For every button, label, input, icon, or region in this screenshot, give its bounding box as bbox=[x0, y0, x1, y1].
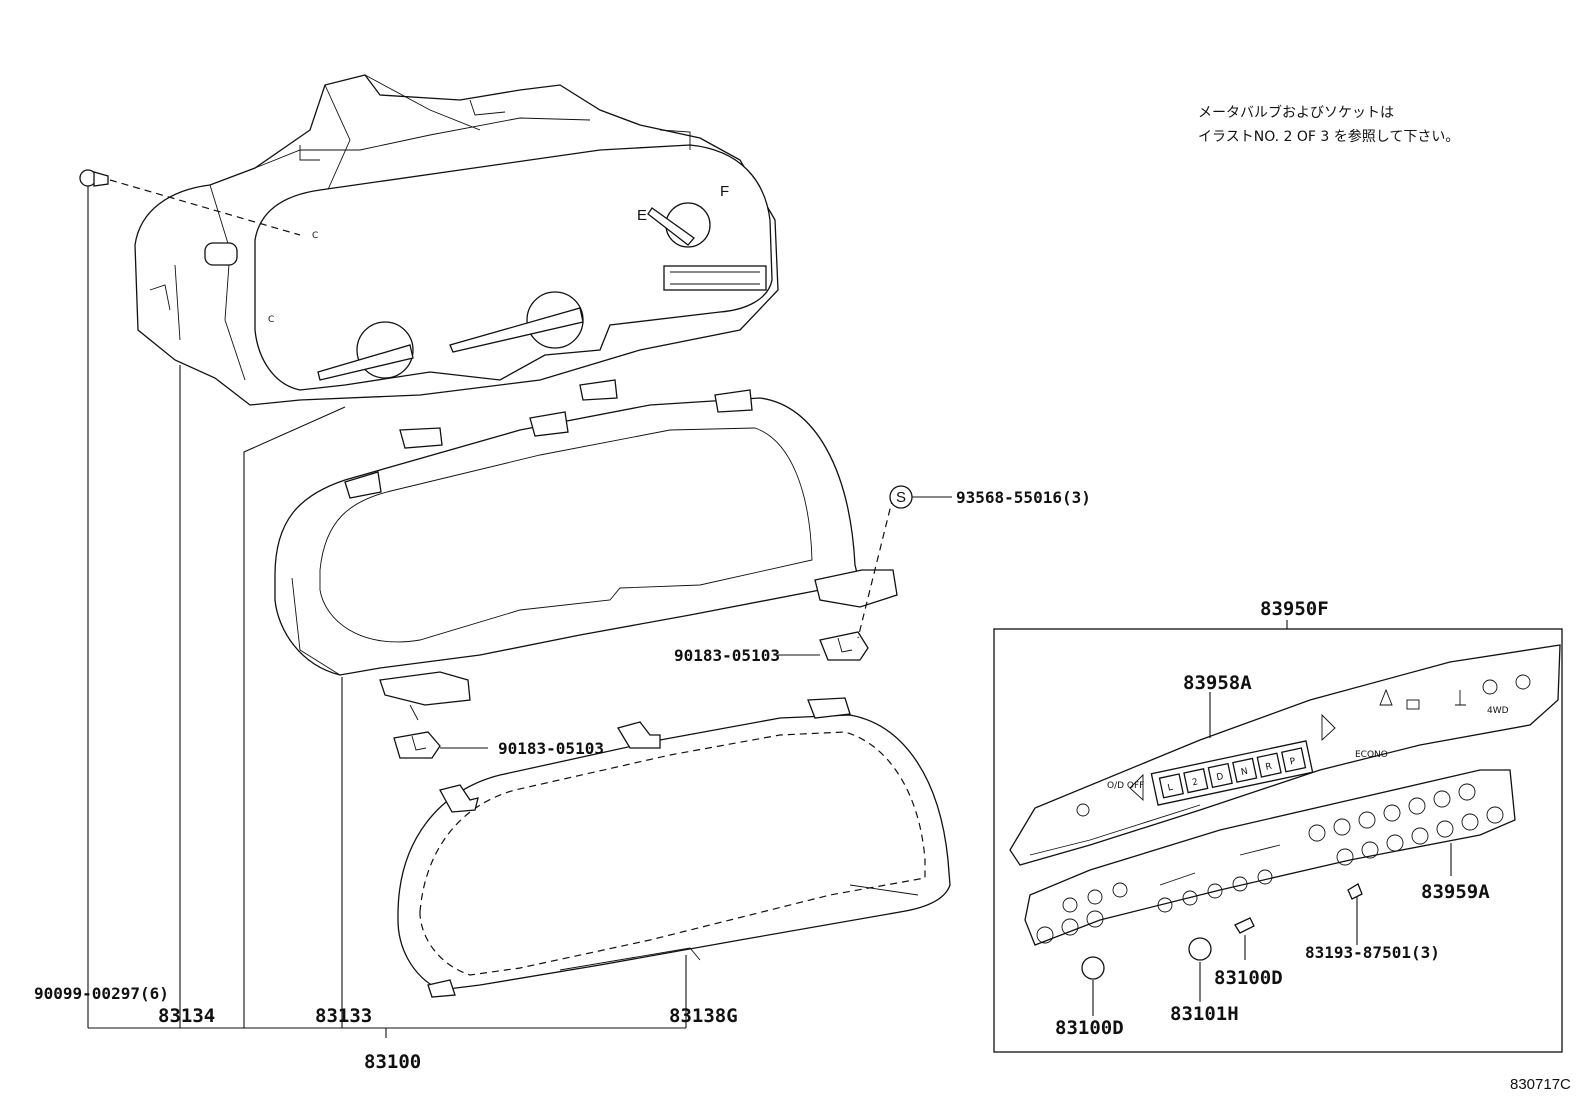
warning-icon bbox=[1379, 688, 1393, 706]
clip-lower-drawing bbox=[393, 731, 441, 759]
temp-icon bbox=[1455, 690, 1466, 706]
od-off-text: O/D OFF bbox=[1107, 781, 1144, 791]
board-holes bbox=[1036, 783, 1504, 944]
svg-text:C: C bbox=[268, 315, 274, 325]
brake-icon bbox=[1076, 803, 1090, 817]
oil-icon bbox=[1515, 674, 1531, 690]
shift-letters: L 2 D N R P bbox=[1158, 747, 1307, 799]
shift-d: D bbox=[1216, 772, 1225, 783]
left-arrow-icon bbox=[1129, 773, 1144, 802]
label-83100: 83100 bbox=[364, 1051, 421, 1073]
label-83100d-right: 83100D bbox=[1214, 967, 1283, 989]
reference-note: メータバルブおよびソケットは イラストNO. 2 OF 3 を参照して下さい。 bbox=[1198, 104, 1459, 145]
shift-p: P bbox=[1289, 757, 1297, 768]
label-90099: 90099-00297(6) bbox=[34, 984, 169, 1003]
screw-symbol: S bbox=[889, 485, 913, 509]
shift-n: N bbox=[1240, 767, 1249, 778]
engine-icon bbox=[1482, 679, 1498, 695]
four-wd-text: 4WD bbox=[1487, 706, 1509, 716]
meter-case-drawing: E F C C bbox=[134, 74, 779, 406]
note-line-2: イラストNO. 2 OF 3 を参照して下さい。 bbox=[1198, 128, 1459, 145]
svg-text:C: C bbox=[312, 231, 318, 241]
socket-83100d-drawing bbox=[1081, 956, 1105, 980]
fuel-empty-mark: E bbox=[637, 207, 647, 224]
screw-83193-drawing bbox=[1347, 883, 1363, 900]
label-83193: 83193-87501(3) bbox=[1305, 943, 1440, 962]
label-90183-upper: 90183-05103 bbox=[674, 646, 780, 665]
socket-83101h-drawing bbox=[1188, 937, 1212, 961]
battery-icon bbox=[1406, 699, 1420, 710]
label-83133: 83133 bbox=[315, 1005, 372, 1027]
label-83959a: 83959A bbox=[1421, 881, 1490, 903]
shift-2: 2 bbox=[1191, 777, 1199, 788]
meter-hood-drawing bbox=[274, 379, 898, 721]
left-leaders bbox=[87, 186, 952, 1038]
screw-drawing bbox=[79, 169, 301, 236]
screw-symbol-letter: S bbox=[896, 489, 906, 506]
shift-l: L bbox=[1167, 783, 1174, 794]
label-93568: 93568-55016(3) bbox=[956, 488, 1091, 507]
shift-r: R bbox=[1265, 762, 1273, 773]
meter-glass-drawing bbox=[397, 697, 951, 998]
note-line-1: メータバルブおよびソケットは bbox=[1198, 104, 1394, 121]
label-83101h: 83101H bbox=[1170, 1003, 1239, 1025]
label-83138g: 83138G bbox=[669, 1005, 738, 1027]
label-83134: 83134 bbox=[158, 1005, 215, 1027]
right-arrow-icon bbox=[1321, 713, 1336, 742]
label-83950f: 83950F bbox=[1260, 598, 1329, 620]
reference-code: 830717C bbox=[1510, 1076, 1571, 1093]
econ-text: ECONO bbox=[1355, 750, 1388, 760]
label-90183-lower: 90183-05103 bbox=[498, 739, 604, 758]
fuel-full-mark: F bbox=[720, 183, 729, 200]
indicator-assembly-box: 83950F L 2 D N R P O/D OFF ECONO 4WD bbox=[993, 598, 1563, 1053]
clip-upper-drawing bbox=[819, 631, 869, 661]
label-83100d-left: 83100D bbox=[1055, 1017, 1124, 1039]
label-83958a: 83958A bbox=[1183, 672, 1252, 694]
bulb-drawing bbox=[1234, 917, 1255, 934]
